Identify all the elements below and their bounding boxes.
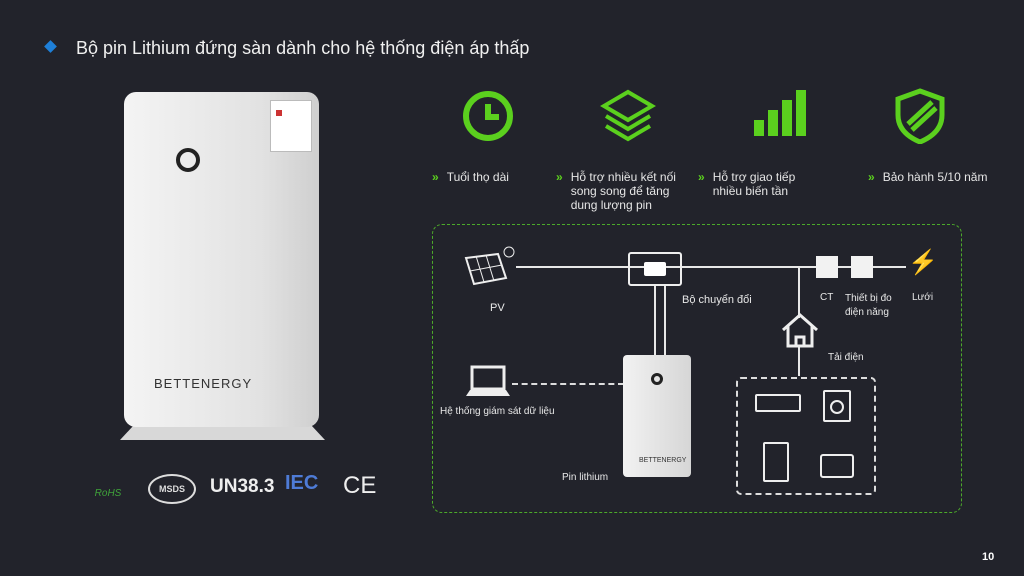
ct-label: CT bbox=[820, 292, 834, 303]
signal-bars-icon bbox=[754, 90, 806, 136]
rohs-logo: RoHS bbox=[94, 488, 122, 499]
grid-label: Lưới bbox=[912, 292, 934, 303]
air-conditioner-icon bbox=[755, 394, 801, 412]
fridge-icon bbox=[763, 442, 789, 482]
feature-warranty: »Bảo hành 5/10 năm bbox=[868, 170, 988, 184]
battery-brand-label: BETTENERGY bbox=[639, 457, 687, 464]
page-title: Bộ pin Lithium đứng sàn dành cho hệ thốn… bbox=[76, 38, 530, 58]
inverter-icon bbox=[628, 252, 682, 286]
un383-logo: UN38.3 bbox=[210, 476, 275, 497]
load-label: Tải điện bbox=[828, 352, 864, 363]
page-number: 10 bbox=[982, 551, 995, 563]
power-tower-icon: ⚡ bbox=[908, 249, 938, 276]
shield-icon bbox=[895, 88, 945, 144]
feature-long-life: »Tuổi thọ dài bbox=[432, 170, 509, 184]
ce-logo: CE bbox=[343, 472, 377, 499]
laptop-icon bbox=[466, 365, 510, 396]
meter-icon bbox=[851, 256, 873, 278]
load-appliances-box bbox=[736, 377, 876, 495]
brand-label: BETTENERGY bbox=[154, 376, 253, 391]
title-bullet-icon bbox=[44, 40, 57, 53]
clock-icon bbox=[463, 91, 513, 141]
feature-inverter-comm: »Hỗ trợ giao tiếp nhiều biến tần bbox=[698, 170, 796, 198]
monitor-label: Hệ thống giám sát dữ liệu bbox=[440, 406, 555, 417]
inverter-label: Bộ chuyển đổi bbox=[682, 294, 752, 306]
iec-logo: IEC bbox=[285, 472, 319, 494]
system-diagram bbox=[432, 224, 962, 513]
solar-panel-icon bbox=[464, 246, 515, 286]
layers-icon bbox=[600, 89, 656, 142]
house-icon bbox=[782, 312, 818, 348]
battery-label: Pin lithium bbox=[562, 472, 609, 483]
battery-diagram-icon: BETTENERGY bbox=[623, 355, 691, 477]
meter-label: Thiết bị đo điện năng bbox=[845, 293, 892, 318]
tv-icon bbox=[820, 454, 854, 478]
msds-logo: MSDS bbox=[148, 474, 196, 504]
feature-parallel: »Hỗ trợ nhiều kết nối song song để tăng … bbox=[556, 170, 676, 212]
pv-label: PV bbox=[490, 302, 505, 314]
washing-machine-icon bbox=[823, 390, 851, 422]
ct-icon bbox=[816, 256, 838, 278]
